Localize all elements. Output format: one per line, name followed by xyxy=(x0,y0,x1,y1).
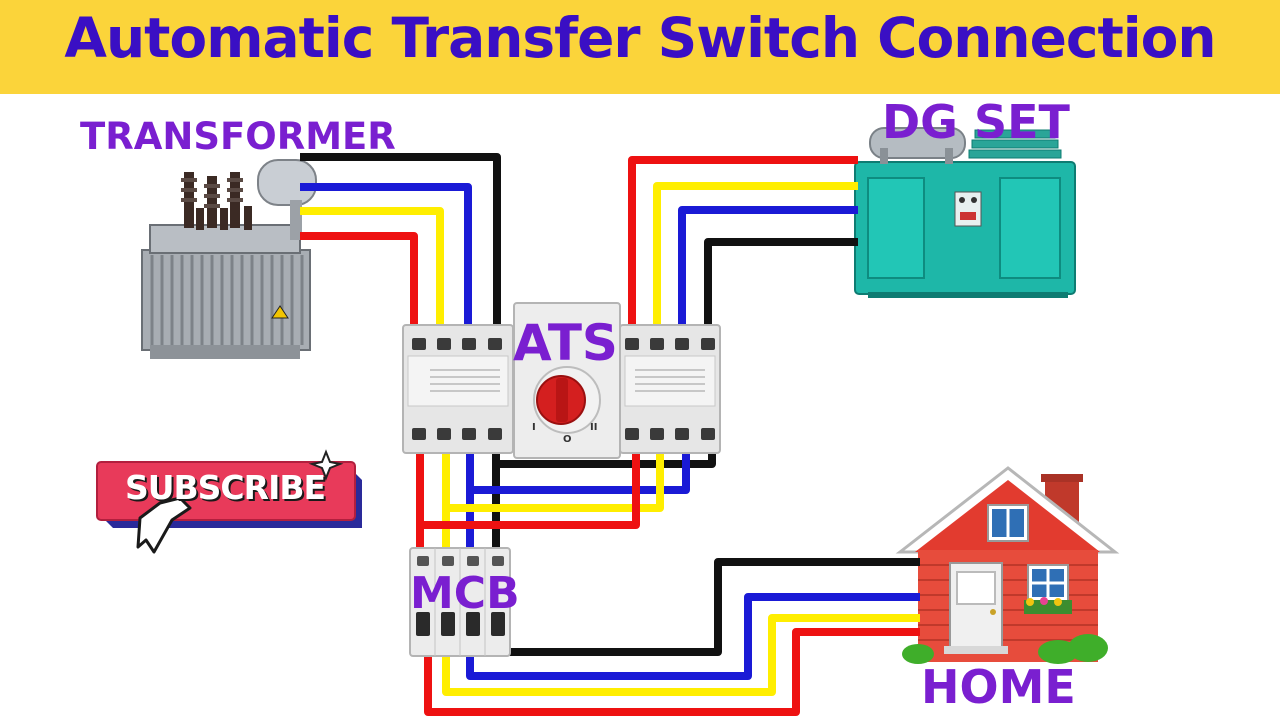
ats-device: I O II xyxy=(402,302,721,459)
wire-red xyxy=(628,156,858,350)
wire-yellow xyxy=(442,614,920,696)
mcb-label: MCB xyxy=(410,568,520,619)
dg-set-icon xyxy=(854,127,1076,298)
wire-yellow xyxy=(300,207,444,350)
wire-red xyxy=(424,628,920,716)
wire-blue xyxy=(678,206,858,350)
ats-label: ATS xyxy=(513,314,618,372)
wire-black xyxy=(494,558,920,656)
transformer-icon xyxy=(141,159,317,359)
home-label: HOME xyxy=(921,660,1076,714)
dg-set-wires xyxy=(628,156,858,350)
ats-dial-mark-ii: II xyxy=(590,422,597,433)
page-title: Automatic Transfer Switch Connection xyxy=(64,6,1216,70)
wire-black xyxy=(300,153,501,350)
wire-black xyxy=(704,238,858,350)
subscribe-label[interactable]: SUBSCRIBE xyxy=(124,468,326,507)
wire-red xyxy=(420,425,640,529)
home-icon xyxy=(895,466,1120,664)
mcb-to-home-wires xyxy=(424,558,920,716)
ats-dial-mark-o: O xyxy=(563,434,572,445)
wire-yellow xyxy=(653,182,858,350)
transformer-wires xyxy=(300,153,501,350)
dg-set-label: DG SET xyxy=(882,95,1070,149)
transformer-label: TRANSFORMER xyxy=(80,115,396,158)
subscribe-badge[interactable] xyxy=(96,449,362,554)
wire-red xyxy=(300,232,418,350)
wire-blue xyxy=(300,183,472,350)
ats-dial-mark-i: I xyxy=(532,422,536,433)
cursor-icon xyxy=(136,496,192,554)
mcb-device xyxy=(409,547,511,657)
wire-blue xyxy=(466,593,920,680)
title-banner xyxy=(0,0,1280,94)
